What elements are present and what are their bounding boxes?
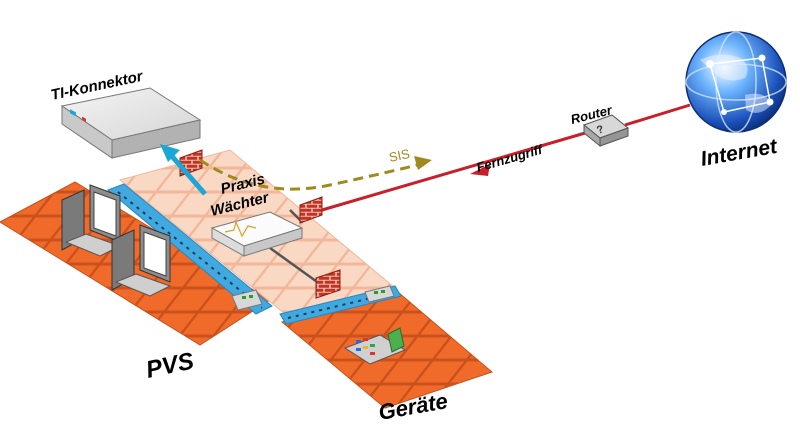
globe-icon[interactable] xyxy=(685,31,787,133)
network-switch-icon xyxy=(231,289,263,311)
internet-label: Internet xyxy=(699,135,780,171)
computer-icon xyxy=(61,184,122,257)
router-icon[interactable]: ? xyxy=(582,114,630,148)
sis-connection xyxy=(199,156,432,191)
fernzugriff-connection xyxy=(321,103,691,212)
praxis-waechter-device-icon xyxy=(210,211,304,257)
firewall-icon xyxy=(299,196,323,224)
fernzugriff-label: Fernzugriff xyxy=(475,141,546,175)
sis-label: SIS xyxy=(388,146,412,165)
payment-terminal-icon xyxy=(343,327,407,365)
network-switch-icon xyxy=(364,285,395,303)
firewall-icon xyxy=(315,269,341,299)
computer-icon xyxy=(111,224,172,297)
svg-text:?: ? xyxy=(595,123,605,137)
ti-konnektor-device-icon xyxy=(60,87,202,159)
network-strip-pvs xyxy=(107,183,273,315)
ti-uplink-arrow xyxy=(160,144,207,196)
pvs-label: PVS xyxy=(144,347,197,383)
